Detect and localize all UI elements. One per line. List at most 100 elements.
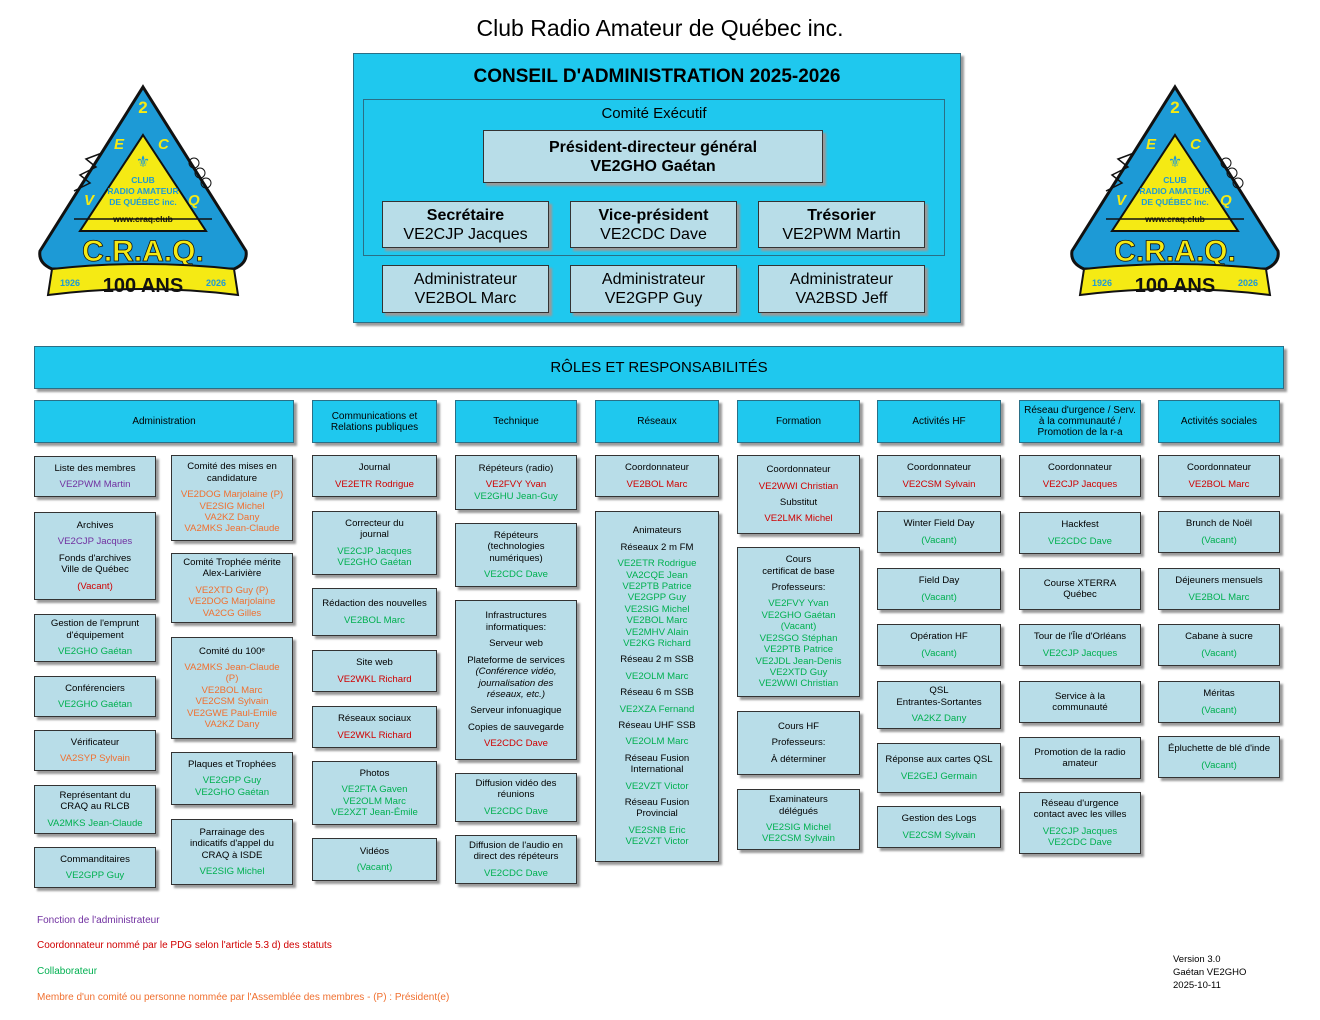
role-group: Réseaux sociaux xyxy=(338,713,411,724)
person-member: VA2MKS Jean-Claude xyxy=(184,661,280,673)
column-header: Communications et Relations publiques xyxy=(312,400,437,443)
person-collab: (Vacant) xyxy=(356,862,393,873)
person-collab: VE2MHV Alain xyxy=(625,626,689,638)
svg-text:100 ANS: 100 ANS xyxy=(1135,275,1215,297)
role-label: numériques) xyxy=(489,552,543,564)
role-label: Coordonnateur xyxy=(624,462,689,474)
role-label: Comité du 100ᵉ xyxy=(199,645,265,657)
person-coord: VE2BOL Marc xyxy=(1188,478,1250,490)
svg-text:Q: Q xyxy=(1220,192,1232,209)
role-box: Brunch de Noël(Vacant) xyxy=(1158,511,1280,553)
person-collab: VE2BOL Marc xyxy=(1188,591,1250,603)
person-collab: VE2PTB Patrice xyxy=(763,644,834,656)
role-group: (Vacant) xyxy=(921,648,957,659)
role-label: Professeurs: xyxy=(771,737,826,749)
svg-text:C: C xyxy=(1190,136,1202,153)
role-label: Rédaction des nouvelles xyxy=(322,598,427,610)
role-group: VE2GHO Gaétan xyxy=(58,646,132,657)
role-group: VE2CSM Sylvain xyxy=(902,479,975,490)
person-collab: VE2GPP Guy xyxy=(627,592,687,604)
person-collab: VE2VZT Victor xyxy=(625,780,689,792)
role-box: Épluchette de blé d'inde(Vacant) xyxy=(1158,736,1280,778)
legend-collaborator: Collaborateur xyxy=(37,966,98,977)
executive-committee-label: Comité Exécutif xyxy=(601,105,707,122)
role-group: VE2OLM Marc xyxy=(626,736,689,747)
person-collab: VE2CJP Jacques xyxy=(1042,647,1118,659)
version-date: 2025-10-11 xyxy=(1173,980,1221,991)
role-group: Réseaux 2 m FM xyxy=(620,542,693,553)
column-header: Technique xyxy=(455,400,577,443)
role-group: Cours HF xyxy=(778,721,819,732)
role-group: VE2OLM Marc xyxy=(626,671,689,682)
person-collab: VE2KG Richard xyxy=(623,637,691,649)
person-member: VA2MKS Jean-Claude xyxy=(184,523,280,535)
svg-text:CLUB: CLUB xyxy=(131,175,155,185)
person-admin: VE2CJP Jacques xyxy=(57,536,133,548)
role-group: VE2BOL Marc xyxy=(1189,479,1250,490)
role-label: Réseau 2 m SSB xyxy=(620,654,694,666)
role-group: Coordonnateur xyxy=(766,464,830,475)
role-label: Québec xyxy=(1063,589,1097,600)
role-label: direct des répéteurs xyxy=(473,851,559,863)
person-collab: VE2CDC Dave xyxy=(484,805,548,817)
role-group: Plateforme de services(Conférence vidéo,… xyxy=(467,655,565,701)
officer-role: Secrétaire xyxy=(426,207,505,224)
role-group: VE2WKL Richard xyxy=(337,730,411,741)
role-group: Coordonnateur xyxy=(625,462,689,473)
role-group: Réponse aux cartes QSL xyxy=(885,754,992,765)
svg-text:www.craq.club: www.craq.club xyxy=(1144,214,1205,224)
role-label: Vérificateur xyxy=(70,736,120,748)
person-collab: VE2XZT Jean-Émile xyxy=(331,806,418,818)
role-group: Hackfest xyxy=(1061,519,1098,530)
person-collab: VE2ETR Rodrigue xyxy=(617,558,697,570)
role-label: (technologies xyxy=(487,541,545,553)
role-label: Professeurs: xyxy=(771,582,826,594)
role-label: informatiques: xyxy=(485,621,547,633)
person-coord: VE2BOL Marc xyxy=(626,478,688,490)
person-coord: VE2ETR Rodrigue xyxy=(335,478,414,490)
svg-text:E: E xyxy=(114,136,125,153)
role-label: Coordonnateur xyxy=(906,462,971,474)
person-collab: VE2GPP Guy xyxy=(202,775,262,787)
role-label: Substitut xyxy=(779,497,818,508)
person-collab: VA2CQE Jean xyxy=(626,569,688,581)
role-group: VA2MKS Jean-Claude xyxy=(47,818,142,829)
role-label: Répéteurs xyxy=(493,529,539,541)
role-label: indicatifs d'appel du xyxy=(190,838,274,850)
person-collab: VE2CSM Sylvain xyxy=(902,829,976,841)
person-member: VE2GWE Paul-Emile xyxy=(186,707,278,719)
role-group: VE2CDC Dave xyxy=(484,868,548,879)
role-group: Déjeuners mensuels xyxy=(1175,575,1262,586)
person-collab: VE2PTB Patrice xyxy=(622,580,692,592)
role-group: VE2SIG Michel xyxy=(199,866,264,877)
role-group: VE2LMK Michel xyxy=(764,513,832,524)
role-label: Opération HF xyxy=(910,631,968,643)
craq-logo-right: 2 E C V Q ⚜ CLUB RADIO AMATEUR DE QUÉBEC… xyxy=(1070,84,1280,297)
role-label: Réseau 6 m SSB xyxy=(620,687,694,699)
role-group: Épluchette de blé d'inde xyxy=(1168,743,1270,754)
role-group: VE2VZT Victor xyxy=(625,781,688,792)
role-group: VE2CSM Sylvain xyxy=(902,830,975,841)
column-header: Réseaux xyxy=(595,400,719,443)
role-label: (Conférence vidéo, xyxy=(475,666,557,678)
person-collab: VE2OLM Marc xyxy=(343,795,406,807)
role-label: délégués xyxy=(779,805,818,817)
role-label: journalisation des xyxy=(478,677,554,689)
person-collab: VE2FTA Gaven xyxy=(341,784,408,796)
role-group: VE2GPP Guy xyxy=(66,870,124,881)
